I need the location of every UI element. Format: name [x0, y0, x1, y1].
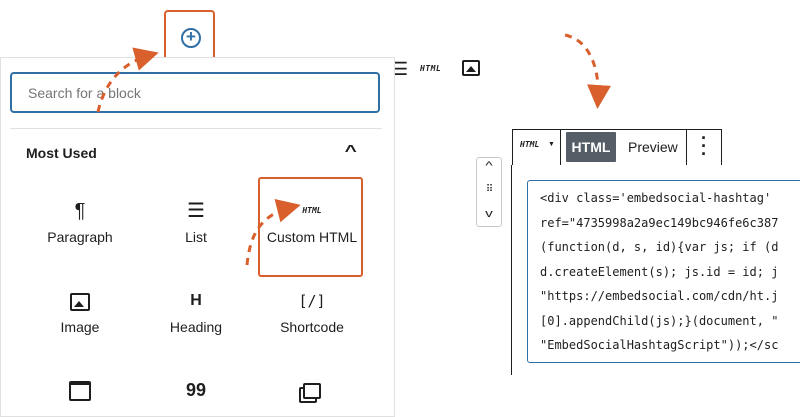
shortcode-icon: [/]: [298, 292, 326, 310]
section-title: Most Used: [26, 145, 97, 161]
block-search-input[interactable]: [10, 72, 380, 113]
block-item-paragraph[interactable]: ¶ Paragraph: [20, 197, 140, 245]
block-label: Shortcode: [280, 319, 344, 335]
block-label: List: [185, 229, 207, 245]
image-icon: [20, 287, 140, 315]
block-label: Image: [60, 319, 100, 335]
quote-icon: 99: [185, 380, 207, 400]
tab-preview[interactable]: Preview: [628, 139, 678, 155]
html-icon[interactable]: HTML: [420, 64, 442, 73]
block-toolbar: [512, 129, 722, 165]
divider: [686, 129, 687, 165]
block-label: Paragraph: [47, 229, 113, 245]
drag-handle-icon[interactable]: ⠿: [485, 184, 493, 195]
caret-down-icon[interactable]: ▼: [548, 141, 555, 148]
tab-html[interactable]: HTML: [566, 132, 616, 162]
divider: [560, 129, 561, 165]
block-item-image[interactable]: Image: [20, 287, 140, 335]
image-icon[interactable]: [462, 60, 480, 76]
block-mover: ^ ⠿ v: [476, 157, 502, 227]
html-code-editor[interactable]: [527, 180, 800, 363]
arrow-to-code: [564, 33, 611, 109]
code-line: [0].appendChild(js);}(document, ": [540, 314, 779, 328]
block-item-list[interactable]: ☰ List: [136, 197, 256, 245]
block-label: Custom HTML: [266, 229, 358, 245]
block-inserter-panel: [0, 57, 395, 417]
paragraph-icon: ¶: [74, 200, 86, 222]
block-item-quote[interactable]: 99: [136, 376, 256, 404]
block-item-heading[interactable]: H Heading: [136, 287, 256, 335]
html-icon: HTML: [302, 206, 322, 215]
add-block-button[interactable]: +: [181, 28, 201, 48]
block-label: Heading: [169, 319, 223, 335]
code-line: ref="4735998a2a9ec149bc946fe6c387: [540, 216, 779, 230]
list-icon: ☰: [187, 200, 205, 222]
code-line: (function(d, s, id){var js; if (d: [540, 240, 779, 254]
code-line: "https://embedsocial.com/cdn/ht.j: [540, 289, 779, 303]
code-line: "EmbedSocialHashtagScript"));</sc: [540, 338, 779, 352]
code-line: <div class='embedsocial-hashtag': [540, 191, 772, 205]
chevron-up-icon[interactable]: ^: [344, 143, 357, 160]
chevron-up-icon[interactable]: ^: [485, 160, 493, 172]
block-item-gallery[interactable]: [252, 376, 372, 404]
list-icon[interactable]: ☰: [392, 59, 409, 80]
more-options-icon[interactable]: ···: [701, 128, 707, 164]
code-line: d.createElement(s); js.id = id; j: [540, 265, 779, 279]
block-item-custom-html[interactable]: HTML Custom HTML: [252, 197, 372, 245]
heading-icon: H: [190, 292, 202, 309]
divider: [10, 128, 382, 129]
block-item-shortcode[interactable]: [/] Shortcode: [252, 287, 372, 335]
gallery-icon: [252, 376, 372, 404]
html-icon[interactable]: HTML: [520, 140, 540, 149]
block-border: [511, 165, 512, 375]
chevron-down-icon[interactable]: v: [485, 208, 493, 220]
